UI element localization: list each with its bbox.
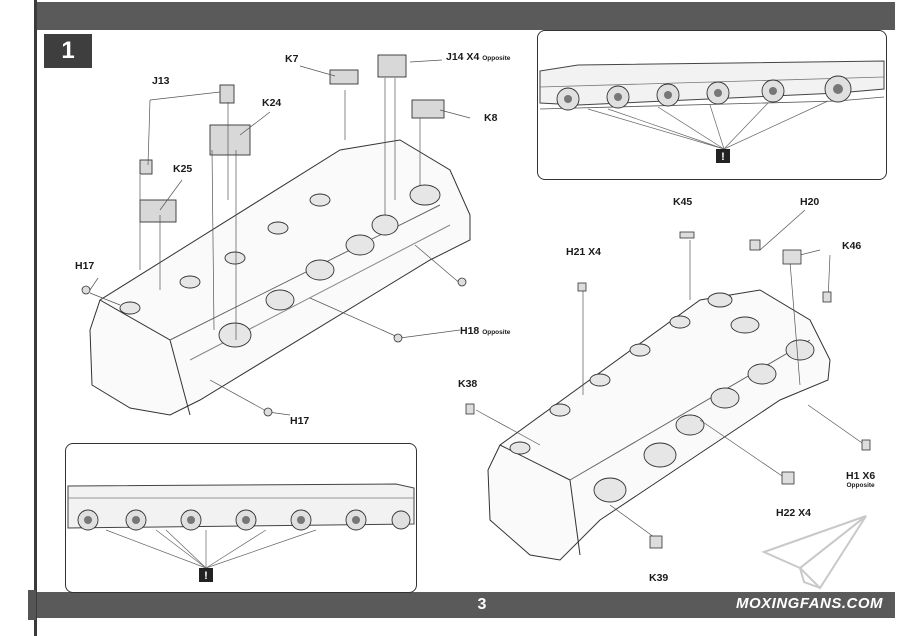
part-label-h18-part: H18 — [460, 325, 480, 337]
part-label-k8: K8 — [484, 112, 498, 124]
part-label-h22: H22 X4 — [776, 507, 812, 519]
part-label-k38: K38 — [458, 378, 478, 390]
part-label-h17-left: H17 — [75, 260, 95, 272]
step-number-badge: 1 — [44, 34, 92, 68]
part-label-k7: K7 — [285, 53, 299, 65]
part-label-k46: K46 — [842, 240, 862, 252]
part-label-h1-part: H1 X6 — [846, 470, 876, 482]
part-label-j14: J14 X4 Opposite — [446, 51, 510, 63]
warning-mark-bottom: ! — [204, 570, 208, 582]
part-label-h20: H20 — [800, 196, 820, 208]
hull-left — [89, 139, 471, 416]
warning-mark-top: ! — [721, 151, 725, 163]
part-label-k39: K39 — [649, 572, 669, 584]
part-label-h17-bottom: H17 — [290, 415, 310, 427]
part-label-j13: J13 — [152, 75, 170, 87]
part-label-h18-note: Opposite — [482, 329, 511, 336]
watermark-text: MOXINGFANS.COM — [736, 595, 884, 612]
detail-inset-top: ! — [537, 30, 887, 180]
part-label-k24: K24 — [262, 97, 282, 109]
part-label-k25: K25 — [173, 163, 193, 175]
page-number: 3 — [477, 596, 487, 613]
header-bar — [37, 2, 895, 30]
part-label-h18: H18 Opposite — [460, 325, 510, 337]
page-spine-tab — [28, 590, 36, 620]
detail-inset-bottom: ! — [65, 443, 417, 593]
part-label-h1-note: Opposite — [846, 482, 875, 489]
part-label-j14-note: Opposite — [482, 55, 511, 62]
page-spine — [34, 0, 37, 636]
part-label-k45: K45 — [673, 196, 693, 208]
hull-side-detail-top: ! — [539, 60, 885, 163]
footer-bar — [37, 592, 895, 618]
hull-side-detail-bottom: ! — [67, 483, 415, 582]
paper-plane-logo-icon — [761, 515, 867, 590]
part-label-h21: H21 X4 — [566, 246, 602, 258]
part-label-j14-count: J14 X4 — [446, 51, 480, 63]
